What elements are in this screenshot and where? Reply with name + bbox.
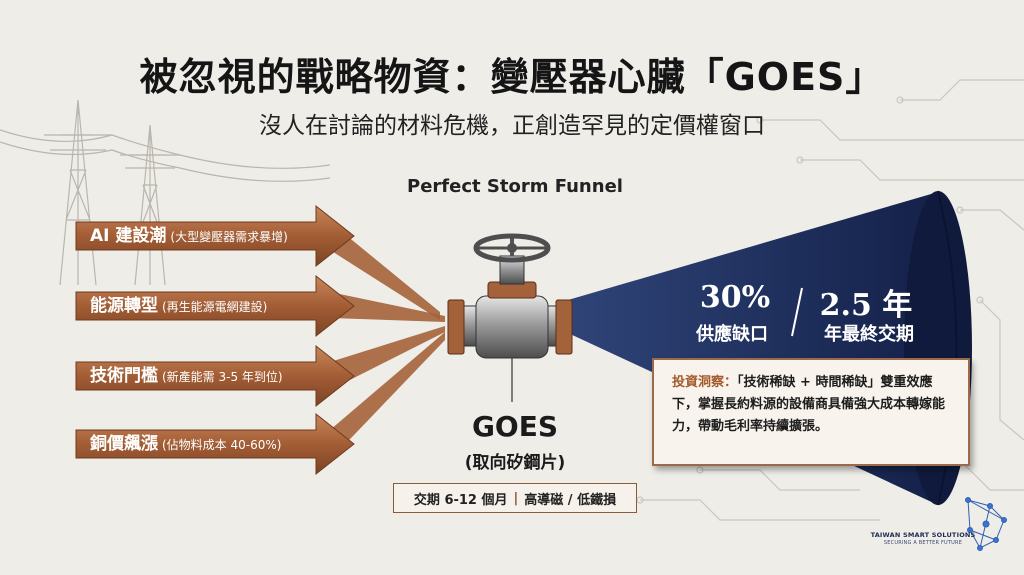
driver-tech: 技術門檻 (新產能需 3-5 年到位) <box>90 359 283 393</box>
brand-logo-icon <box>965 497 1007 551</box>
valve-icon <box>447 233 573 402</box>
driver-energy: 能源轉型 (再生能源電網建設) <box>90 289 267 323</box>
insight-text: 「技術稀缺 + 時間稀缺」雙重效應下，掌握長約料源的設備商具備強大成本轉嫁能力，… <box>672 375 946 434</box>
stat-supply-gap-value: 30% <box>699 280 771 315</box>
page-subtitle: 沒人在討論的材料危機，正創造罕見的定價權窗口 <box>259 113 765 139</box>
arrow-ai <box>75 204 440 320</box>
insight-key: 投資洞察： <box>672 375 738 390</box>
driver-arrows <box>75 204 445 476</box>
driver-main: AI 建設潮 <box>90 226 167 246</box>
brand-name: TAIWAN SMART SOLUTIONS <box>870 531 976 539</box>
brand-tagline: SECURING A BETTER FUTURE <box>883 540 963 546</box>
driver-sub: (新產能需 3-5 年到位) <box>162 370 283 384</box>
goes-spec-box: 交期 6-12 個月 | 高導磁 / 低鐵損 <box>393 483 637 513</box>
driver-main: 銅價飆漲 <box>90 434 158 454</box>
spec-properties: 高導磁 / 低鐵損 <box>524 492 617 508</box>
stat-lead-time-label: 年最終交期 <box>824 324 914 345</box>
stat-lead-time-value: 2.5 年 <box>819 288 913 323</box>
driver-sub: (佔物料成本 40-60%) <box>162 438 282 452</box>
funnel-label: Perfect Storm Funnel <box>407 176 623 197</box>
spec-lead-time: 交期 6-12 個月 <box>413 492 508 508</box>
driver-main: 能源轉型 <box>90 296 158 316</box>
driver-ai: AI 建設潮(大型變壓器需求暴增) <box>90 219 288 253</box>
spec-divider: | <box>513 490 519 506</box>
arrow-energy <box>75 274 445 338</box>
goes-name: GOES <box>471 410 559 443</box>
driver-main: 技術門檻 <box>90 366 158 386</box>
stat-divider <box>791 287 803 337</box>
driver-sub: (再生能源電網建設) <box>162 300 268 314</box>
arrow-copper <box>75 332 445 476</box>
arrow-tech <box>75 326 445 408</box>
goes-subname: (取向矽鋼片) <box>464 453 566 473</box>
stat-supply-gap-label: 供應缺口 <box>696 324 768 345</box>
driver-sub: (大型變壓器需求暴增) <box>170 230 288 244</box>
driver-copper: 銅價飆漲 (佔物料成本 40-60%) <box>90 427 281 461</box>
insight-box: 投資洞察：「技術稀缺 + 時間稀缺」雙重效應下，掌握長約料源的設備商具備強大成本… <box>652 358 970 466</box>
page-title: 被忽視的戰略物資：變壓器心臟「GOES」 <box>139 55 885 99</box>
circuit-pattern <box>636 79 1024 521</box>
